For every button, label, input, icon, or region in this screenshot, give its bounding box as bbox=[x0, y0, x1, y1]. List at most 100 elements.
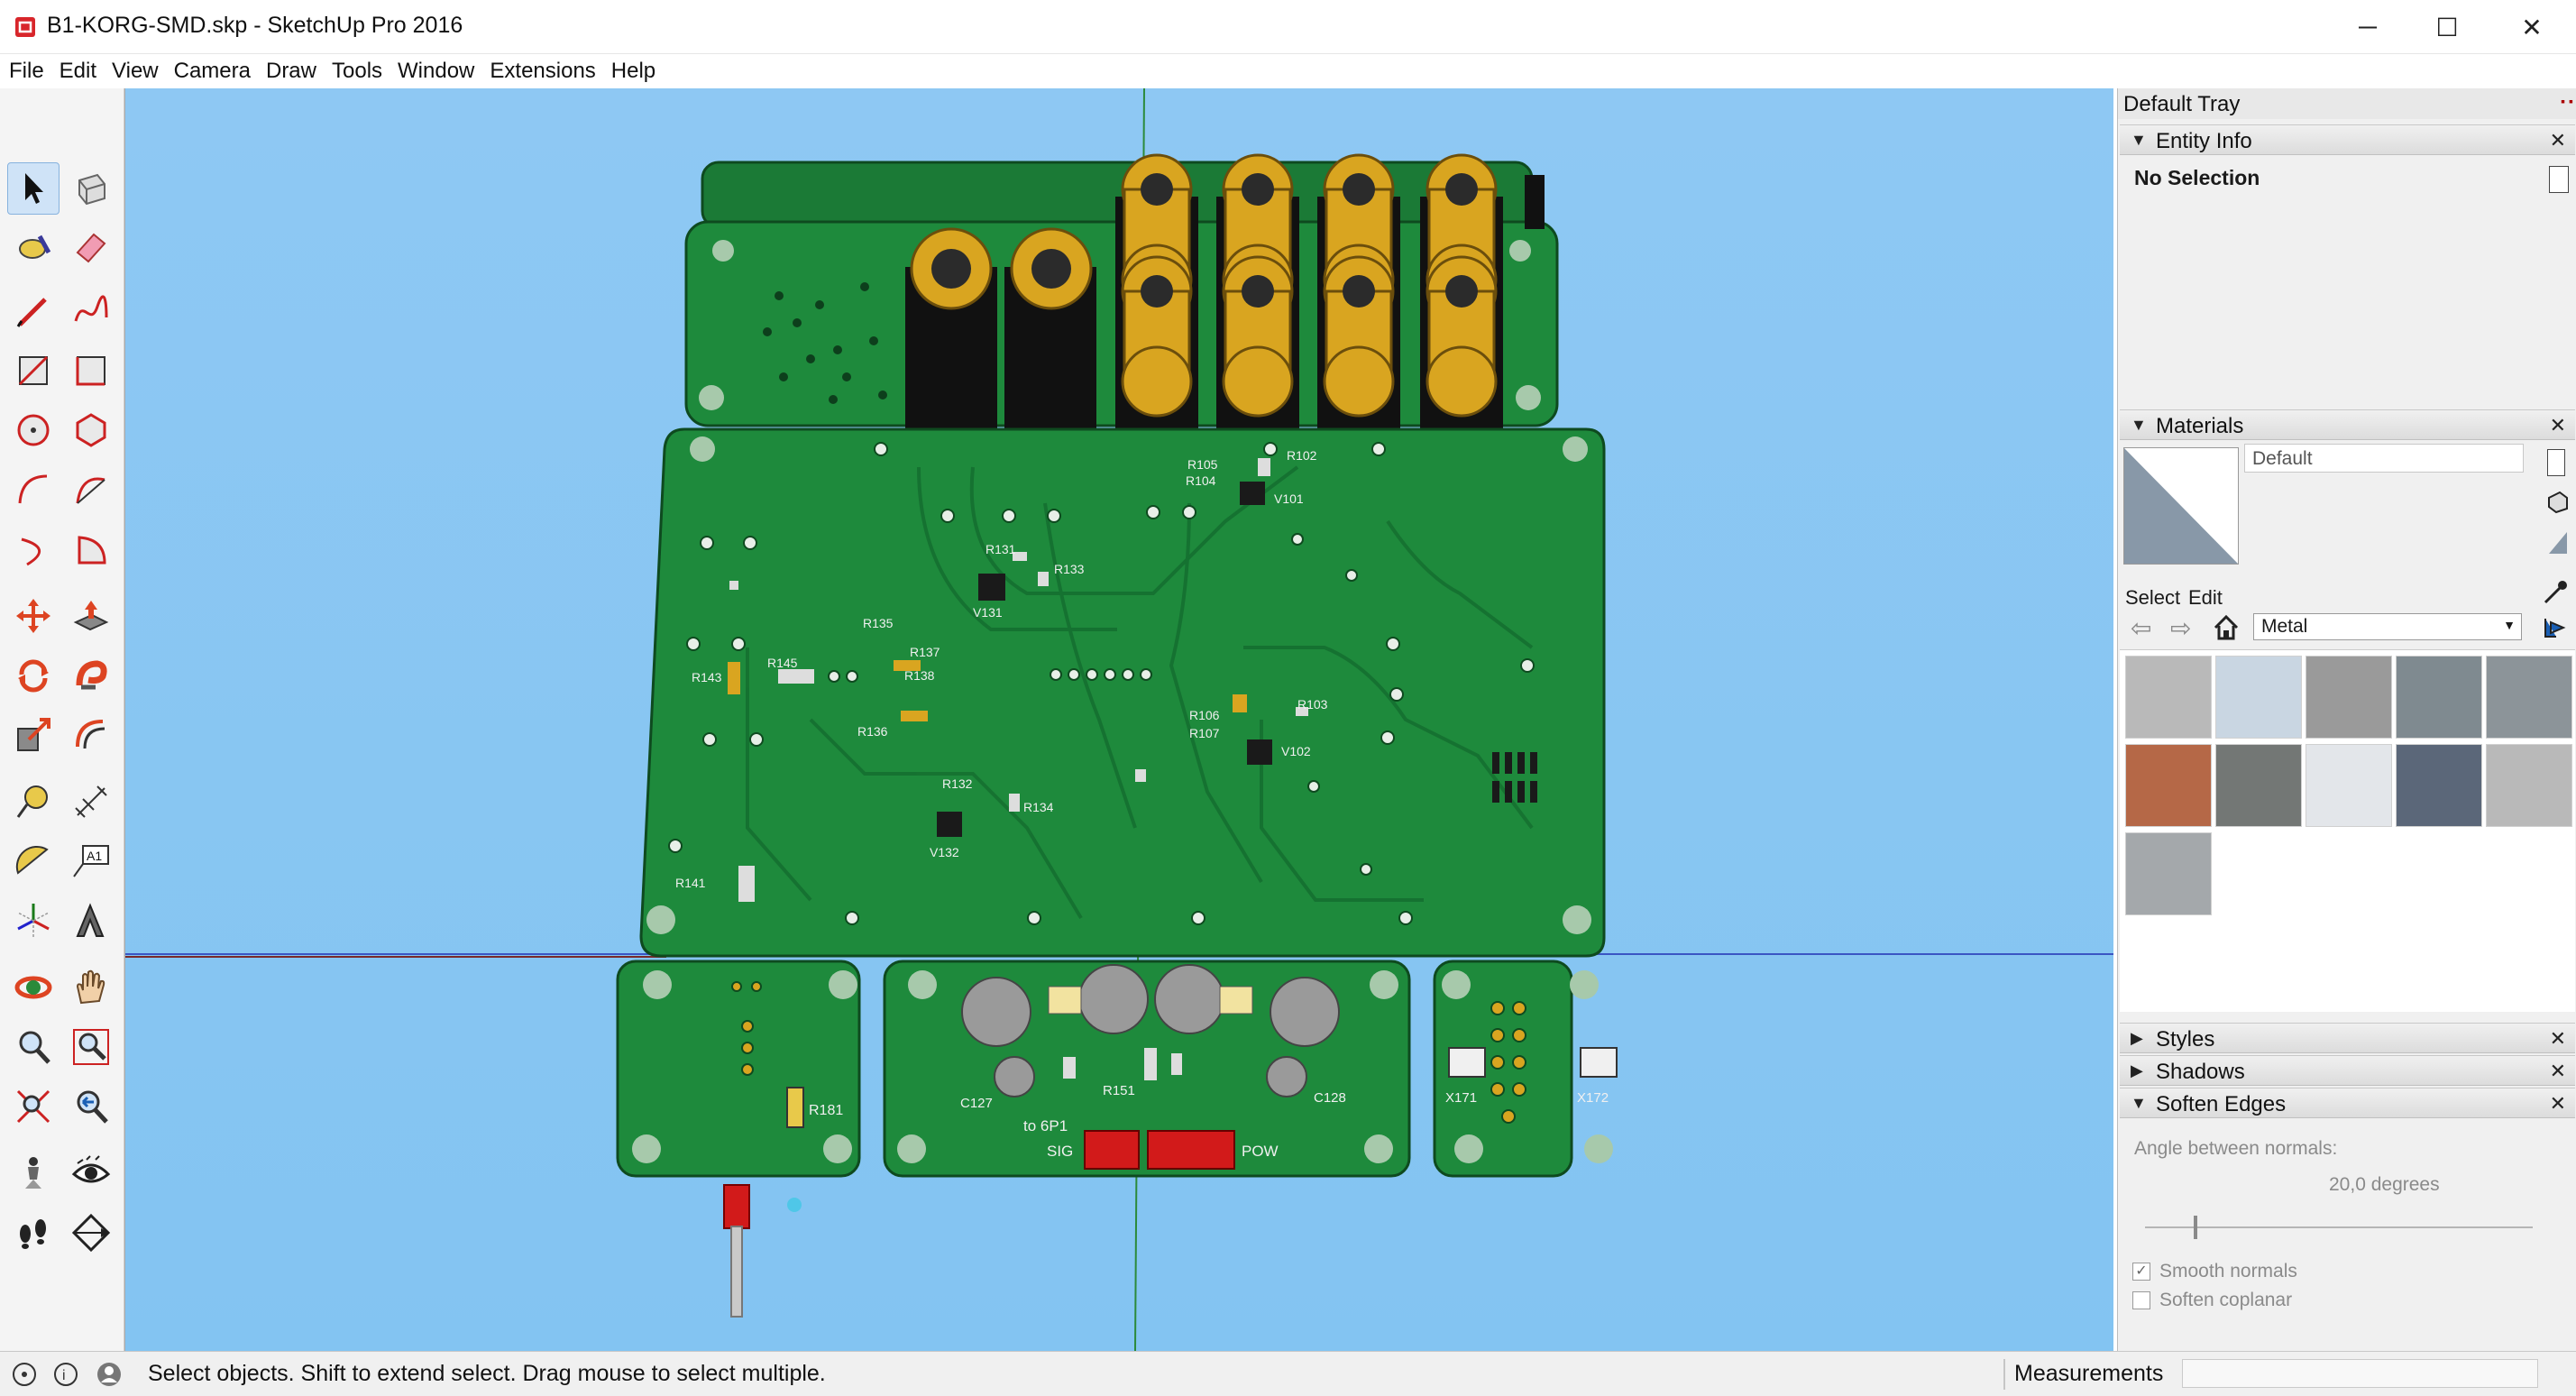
material-swatch[interactable] bbox=[2396, 656, 2482, 739]
home-icon[interactable] bbox=[2212, 613, 2241, 642]
menu-extensions[interactable]: Extensions bbox=[490, 59, 596, 83]
geo-location-icon[interactable] bbox=[11, 1361, 38, 1388]
orbit-tool[interactable] bbox=[7, 961, 60, 1014]
circle-tool[interactable] bbox=[7, 404, 60, 456]
menu-help[interactable]: Help bbox=[610, 59, 656, 83]
text-tool[interactable]: A1 bbox=[65, 835, 117, 887]
maximize-button[interactable]: ☐ bbox=[2406, 0, 2489, 54]
material-swatch[interactable] bbox=[2215, 656, 2302, 739]
protractor-tool[interactable] bbox=[7, 835, 60, 887]
menu-camera[interactable]: Camera bbox=[173, 59, 251, 83]
zoom-extents-tool[interactable] bbox=[7, 1080, 60, 1133]
angle-slider-track[interactable] bbox=[2145, 1226, 2533, 1228]
sample-paint-icon[interactable] bbox=[2545, 528, 2571, 556]
material-swatch[interactable] bbox=[2306, 656, 2392, 739]
push-pull-tool[interactable] bbox=[65, 590, 117, 642]
3d-text-tool[interactable] bbox=[65, 895, 117, 947]
material-swatch[interactable] bbox=[2125, 744, 2212, 827]
material-swatch[interactable] bbox=[2125, 656, 2212, 739]
three-point-arc-tool[interactable] bbox=[7, 523, 60, 575]
power-board: C127 C128 R151 to 6P1 SIG POW bbox=[883, 960, 1411, 1178]
eyedropper-icon[interactable] bbox=[2542, 579, 2569, 606]
menu-view[interactable]: View bbox=[112, 59, 159, 83]
material-swatch[interactable] bbox=[2306, 744, 2392, 827]
menu-bar: File Edit View Camera Draw Tools Window … bbox=[0, 54, 2576, 88]
zoom-window-tool[interactable] bbox=[65, 1021, 117, 1073]
expand-triangle-icon: ▶ bbox=[2131, 1061, 2143, 1079]
paint-bucket-tool[interactable] bbox=[7, 220, 60, 272]
look-around-tool[interactable] bbox=[65, 1147, 117, 1199]
tray-pin-close-icons[interactable]: ▪ ▪ bbox=[2561, 94, 2573, 108]
freehand-tool[interactable] bbox=[65, 285, 117, 337]
menu-file[interactable]: File bbox=[9, 59, 44, 83]
pan-tool[interactable] bbox=[65, 961, 117, 1014]
status-bar: i Select objects. Shift to extend select… bbox=[0, 1351, 2576, 1396]
axes-tool[interactable] bbox=[7, 895, 60, 947]
close-panel-icon[interactable]: ✕ bbox=[2549, 1092, 2566, 1115]
walk-tool[interactable] bbox=[7, 1207, 60, 1259]
material-swatch[interactable] bbox=[2215, 744, 2302, 827]
arc-icon bbox=[18, 474, 48, 504]
entity-info-panel-header[interactable]: ▼ Entity Info ✕ bbox=[2120, 124, 2575, 155]
zoom-tool[interactable] bbox=[7, 1021, 60, 1073]
dropdown-chevron-icon: ▼ bbox=[2503, 618, 2516, 632]
back-arrow-icon[interactable]: ⇦ bbox=[2131, 614, 2152, 642]
shadows-panel-header[interactable]: ▶ Shadows ✕ bbox=[2120, 1055, 2575, 1086]
minimize-button[interactable]: ─ bbox=[2326, 0, 2409, 54]
styles-panel-header[interactable]: ▶ Styles ✕ bbox=[2120, 1023, 2575, 1053]
close-panel-icon[interactable]: ✕ bbox=[2549, 129, 2566, 152]
close-panel-icon[interactable]: ✕ bbox=[2549, 1027, 2566, 1050]
dimension-tool[interactable] bbox=[65, 776, 117, 828]
angle-slider-thumb[interactable] bbox=[2194, 1216, 2197, 1239]
arc-tool[interactable] bbox=[7, 464, 60, 516]
material-library-select[interactable]: Metal ▼ bbox=[2253, 613, 2522, 640]
info-credits-icon[interactable]: i bbox=[52, 1361, 79, 1388]
section-plane-tool[interactable] bbox=[65, 1207, 117, 1259]
create-material-icon[interactable] bbox=[2545, 489, 2571, 514]
material-swatch[interactable] bbox=[2396, 744, 2482, 827]
materials-select-tab[interactable]: Select bbox=[2125, 586, 2181, 609]
materials-edit-tab[interactable]: Edit bbox=[2188, 586, 2223, 609]
user-account-icon[interactable] bbox=[96, 1361, 123, 1388]
smooth-normals-checkbox[interactable]: ✓ bbox=[2132, 1263, 2150, 1281]
measurements-label: Measurements bbox=[2014, 1361, 2164, 1386]
follow-me-tool[interactable] bbox=[65, 649, 117, 702]
close-panel-icon[interactable]: ✕ bbox=[2549, 1060, 2566, 1082]
forward-arrow-icon[interactable]: ⇨ bbox=[2170, 614, 2192, 642]
orbit-icon bbox=[14, 976, 52, 999]
menu-tools[interactable]: Tools bbox=[332, 59, 383, 83]
tape-measure-tool[interactable] bbox=[7, 776, 60, 828]
two-point-arc-tool[interactable] bbox=[65, 464, 117, 516]
menu-draw[interactable]: Draw bbox=[265, 59, 316, 83]
menu-edit[interactable]: Edit bbox=[59, 59, 97, 83]
soften-edges-panel-header[interactable]: ▼ Soften Edges ✕ bbox=[2120, 1088, 2575, 1118]
line-tool[interactable] bbox=[7, 285, 60, 337]
modeling-viewport[interactable]: R102 R105 R104 V101 R131 R133 V131 R135 … bbox=[124, 88, 2113, 1351]
offset-tool[interactable] bbox=[65, 709, 117, 761]
position-camera-tool[interactable] bbox=[7, 1147, 60, 1199]
soften-coplanar-checkbox[interactable] bbox=[2132, 1291, 2150, 1309]
materials-panel-header[interactable]: ▼ Materials ✕ bbox=[2120, 409, 2575, 440]
details-arrow-icon[interactable] bbox=[2542, 615, 2569, 640]
eraser-tool[interactable] bbox=[65, 220, 117, 272]
close-panel-icon[interactable]: ✕ bbox=[2549, 414, 2566, 436]
material-swatch[interactable] bbox=[2486, 744, 2572, 827]
entity-info-expand-icon[interactable] bbox=[2549, 166, 2569, 193]
previous-view-tool[interactable] bbox=[65, 1080, 117, 1133]
pie-tool[interactable] bbox=[65, 523, 117, 575]
material-detail-icon[interactable] bbox=[2547, 449, 2565, 476]
menu-window[interactable]: Window bbox=[398, 59, 475, 83]
move-tool[interactable] bbox=[7, 590, 60, 642]
rotated-rectangle-tool[interactable] bbox=[65, 344, 117, 397]
rectangle-tool[interactable] bbox=[7, 344, 60, 397]
scale-tool[interactable] bbox=[7, 709, 60, 761]
measurements-input[interactable] bbox=[2182, 1359, 2538, 1388]
polygon-tool[interactable] bbox=[65, 404, 117, 456]
make-component-tool[interactable] bbox=[65, 162, 117, 215]
material-swatch[interactable] bbox=[2125, 832, 2212, 915]
rotate-tool[interactable] bbox=[7, 649, 60, 702]
material-name-field[interactable]: Default bbox=[2244, 444, 2524, 473]
material-swatch[interactable] bbox=[2486, 656, 2572, 739]
close-button[interactable]: ✕ bbox=[2490, 0, 2573, 54]
select-tool[interactable] bbox=[7, 162, 60, 215]
